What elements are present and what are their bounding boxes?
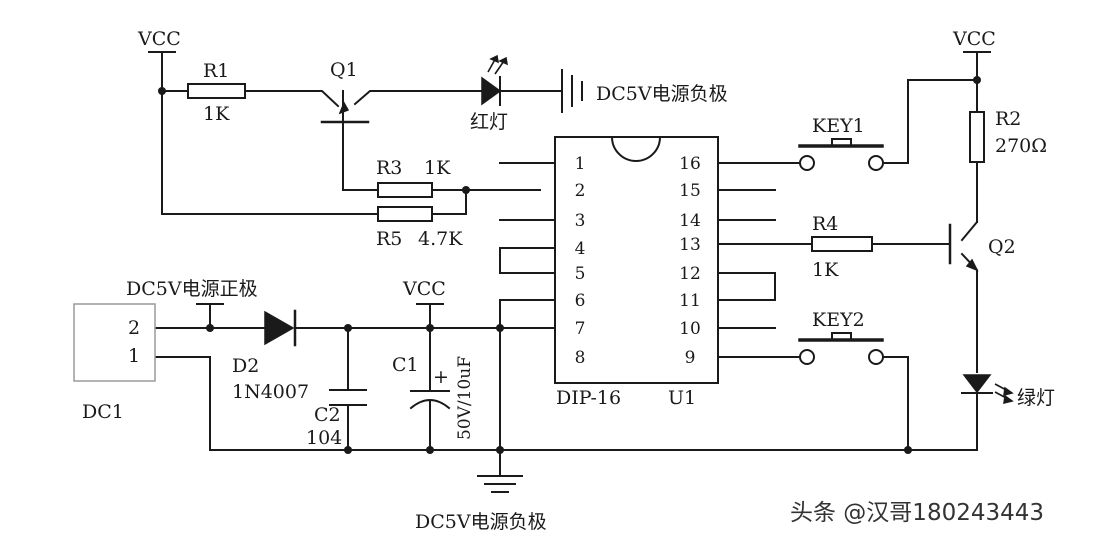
resistor-r5: R5 4.7K xyxy=(376,206,463,250)
ic-pin-label: 1 xyxy=(575,154,586,174)
transistor-q2: Q2 xyxy=(948,223,1016,272)
ic-pin-label: 5 xyxy=(575,264,586,284)
ic-right-pins: 16 15 14 13 12 11 10 9 xyxy=(679,154,701,368)
red-led-label: 红灯 xyxy=(470,111,508,133)
r4-value: 1K xyxy=(812,259,839,281)
pushbutton-key2: KEY2 xyxy=(798,309,884,365)
r2-value: 270Ω xyxy=(995,135,1047,157)
ic-pin-label: 14 xyxy=(679,211,701,231)
r1-ref: R1 xyxy=(203,60,229,82)
green-led: 绿灯 xyxy=(961,374,1055,409)
key2-ref: KEY2 xyxy=(812,309,865,331)
c1-polarity: + xyxy=(433,366,449,388)
ic-pin-label: 10 xyxy=(679,319,701,339)
pushbutton-key1: KEY1 xyxy=(798,115,884,171)
r3-ref: R3 xyxy=(376,157,402,179)
ic-package-label: DIP-16 xyxy=(556,387,621,409)
ic-pin-label: 9 xyxy=(685,348,696,368)
ic-pin-label: 16 xyxy=(679,154,701,174)
q1-ref: Q1 xyxy=(330,59,358,81)
watermark-text: 头条 @汉哥180243443 xyxy=(790,500,1044,526)
wires xyxy=(154,51,979,477)
resistor-r1: R1 1K xyxy=(187,60,246,125)
r2-ref: R2 xyxy=(995,108,1021,130)
ic-pin-label: 3 xyxy=(575,211,586,231)
red-led: 红灯 xyxy=(470,54,508,133)
ic-pin-label: 15 xyxy=(679,181,701,201)
capacitor-c1: C1 + 50V/10uF xyxy=(392,354,475,440)
transistor-q1: Q1 xyxy=(320,59,370,124)
ic-pin-label: 2 xyxy=(575,181,586,201)
resistor-r2: R2 270Ω xyxy=(969,108,1047,163)
r1-value: 1K xyxy=(203,103,230,125)
vcc-label: VCC xyxy=(952,28,996,50)
q2-ref: Q2 xyxy=(988,236,1016,258)
dc1-pin2-label: 2 xyxy=(128,317,140,339)
resistor-r4: R4 1K xyxy=(811,213,873,281)
d2-ref: D2 xyxy=(232,355,259,377)
r3-value: 1K xyxy=(424,157,451,179)
vcc-label: VCC xyxy=(137,28,181,50)
resistor-r3: R3 1K xyxy=(376,157,451,198)
green-led-label: 绿灯 xyxy=(1017,387,1055,409)
r5-ref: R5 xyxy=(376,228,402,250)
diode-d2: D2 1N4007 xyxy=(232,309,309,403)
ic-u1: 1 2 3 4 5 6 7 8 16 15 14 13 12 11 10 9 D… xyxy=(554,135,719,409)
vcc-symbol-top-left: VCC xyxy=(137,28,181,53)
c1-value: 50V/10uF xyxy=(455,356,475,440)
ic-pin-label: 12 xyxy=(679,264,701,284)
dc-positive-label: DC5V电源正极 xyxy=(126,278,258,300)
ic-pin-label: 11 xyxy=(679,291,701,311)
ic-pin-label: 4 xyxy=(575,239,586,259)
ground-symbol-top: DC5V电源负极 xyxy=(561,69,728,113)
top-ground-label: DC5V电源负极 xyxy=(596,83,728,105)
key1-ref: KEY1 xyxy=(812,115,865,137)
ic-pin-label: 6 xyxy=(575,291,586,311)
ic-pin-label: 8 xyxy=(575,348,586,368)
ground-symbol-bottom: DC5V电源负极 xyxy=(415,475,547,533)
vcc-symbol-mid: VCC xyxy=(402,278,446,305)
c2-value: 104 xyxy=(306,427,342,449)
junction-dots xyxy=(158,76,981,454)
dc-input-connector: 2 1 DC1 xyxy=(73,303,156,423)
c1-ref: C1 xyxy=(392,354,419,376)
c2-ref: C2 xyxy=(314,404,341,426)
ic-left-pins: 1 2 3 4 5 6 7 8 xyxy=(575,154,586,368)
dc1-ref: DC1 xyxy=(82,401,124,423)
d2-value: 1N4007 xyxy=(232,381,309,403)
ic-pin-label: 13 xyxy=(679,235,701,255)
dc-positive-terminal: DC5V电源正极 xyxy=(126,278,258,305)
r5-value: 4.7K xyxy=(418,228,463,250)
vcc-label: VCC xyxy=(402,278,446,300)
capacitor-c2: C2 104 xyxy=(306,389,367,449)
bottom-ground-label: DC5V电源负极 xyxy=(415,511,547,533)
vcc-symbol-top-right: VCC xyxy=(952,28,996,53)
r4-ref: R4 xyxy=(812,213,838,235)
ic-ref-label: U1 xyxy=(668,387,696,409)
dc1-pin1-label: 1 xyxy=(128,345,140,367)
ic-pin-label: 7 xyxy=(575,319,586,339)
